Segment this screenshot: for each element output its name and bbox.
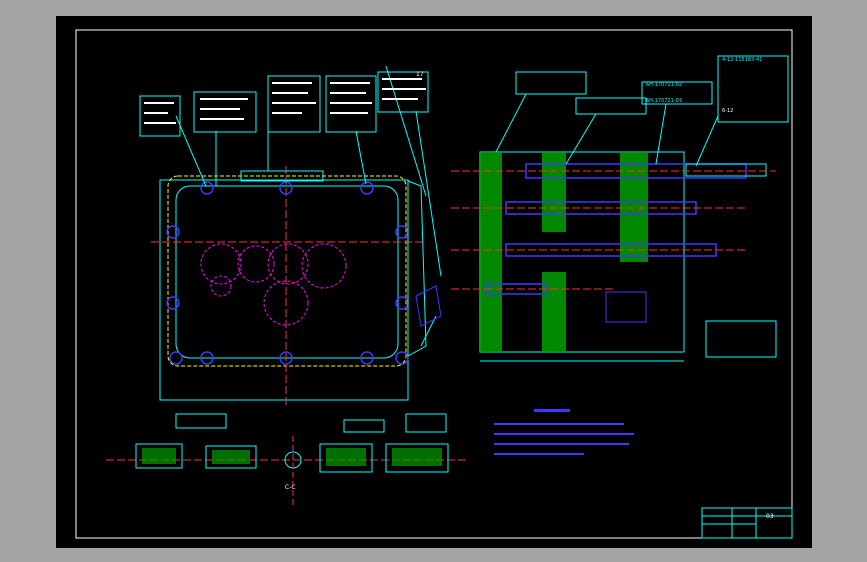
housing-cavity xyxy=(175,185,399,359)
section-view xyxy=(451,151,776,362)
detail-a-fill xyxy=(142,448,176,464)
section-centerlines xyxy=(451,170,776,290)
gear-cover-plate xyxy=(240,170,324,182)
bolt-hole xyxy=(200,181,214,195)
housing-plan-view xyxy=(151,65,442,408)
bolt-hole xyxy=(166,225,180,239)
technical-notes xyxy=(494,409,634,455)
detail-b-fill xyxy=(212,450,250,464)
sheet-border xyxy=(75,29,793,539)
title-block xyxy=(701,507,793,539)
leader xyxy=(385,65,427,197)
detail-callout xyxy=(343,419,385,433)
bolt-hole xyxy=(169,351,183,365)
hatch-wall-right xyxy=(620,152,648,262)
bolt-hole xyxy=(200,351,214,365)
output-shaft xyxy=(685,163,767,177)
note-table xyxy=(139,95,181,137)
note-table xyxy=(705,320,777,358)
hatch-wall-mid xyxy=(542,152,566,232)
bolt-holes xyxy=(166,181,409,365)
detail-callout xyxy=(405,413,447,433)
part-number-1: 4-12-115183-41 xyxy=(722,57,762,63)
hatch-wall-left xyxy=(480,152,502,352)
note-table xyxy=(267,75,321,133)
annotation-tables xyxy=(139,71,442,277)
detail-views: C-C xyxy=(106,413,466,506)
bore xyxy=(237,245,275,283)
note-table xyxy=(575,97,647,115)
part-number-3: 6H-170721-03 xyxy=(646,98,682,104)
detail-d-fill xyxy=(326,448,366,466)
detail-d xyxy=(319,443,373,473)
cad-drawing: 17 xyxy=(75,29,793,539)
detail-e xyxy=(385,443,449,473)
housing-outer-outline xyxy=(159,179,409,401)
bolt-hole xyxy=(166,296,180,310)
oil-plug xyxy=(415,285,442,327)
note-table xyxy=(717,55,789,123)
bore xyxy=(200,243,242,285)
note-text-lines xyxy=(144,78,426,124)
bolt-hole xyxy=(395,351,409,365)
note-table xyxy=(641,81,713,105)
housing-inner-outline xyxy=(167,175,407,367)
bolt-hole xyxy=(279,351,293,365)
detail-b xyxy=(205,445,257,469)
detail-e-fill xyxy=(392,448,442,466)
bearing-bores xyxy=(200,243,347,326)
section-body xyxy=(479,151,685,353)
bore xyxy=(210,275,232,297)
bolt-hole xyxy=(360,181,374,195)
sheet-number: 03 xyxy=(766,513,774,520)
leader xyxy=(420,315,437,347)
note-table xyxy=(377,71,429,113)
note-table xyxy=(325,75,377,133)
bearing-block xyxy=(605,291,647,323)
side-flange xyxy=(407,180,427,357)
bore xyxy=(267,243,309,285)
note-table xyxy=(193,91,257,133)
balloon-17: 17 xyxy=(416,71,424,78)
bore xyxy=(301,243,347,289)
shaft-1 xyxy=(525,163,747,179)
right-annotation-tables xyxy=(495,55,789,358)
drawing-canvas[interactable]: 17 xyxy=(56,16,812,548)
bolt-hole xyxy=(279,181,293,195)
detail-a xyxy=(135,443,183,469)
part-number-2: 6H-170721-02 xyxy=(646,82,682,88)
bore xyxy=(263,280,309,326)
title-block-frame xyxy=(701,507,793,539)
section-label-cc: C-C xyxy=(285,484,296,491)
detail-callout xyxy=(175,413,227,429)
bolt-hole xyxy=(360,351,374,365)
part-number-4: 6-12 xyxy=(722,108,733,114)
note-table xyxy=(515,71,587,95)
